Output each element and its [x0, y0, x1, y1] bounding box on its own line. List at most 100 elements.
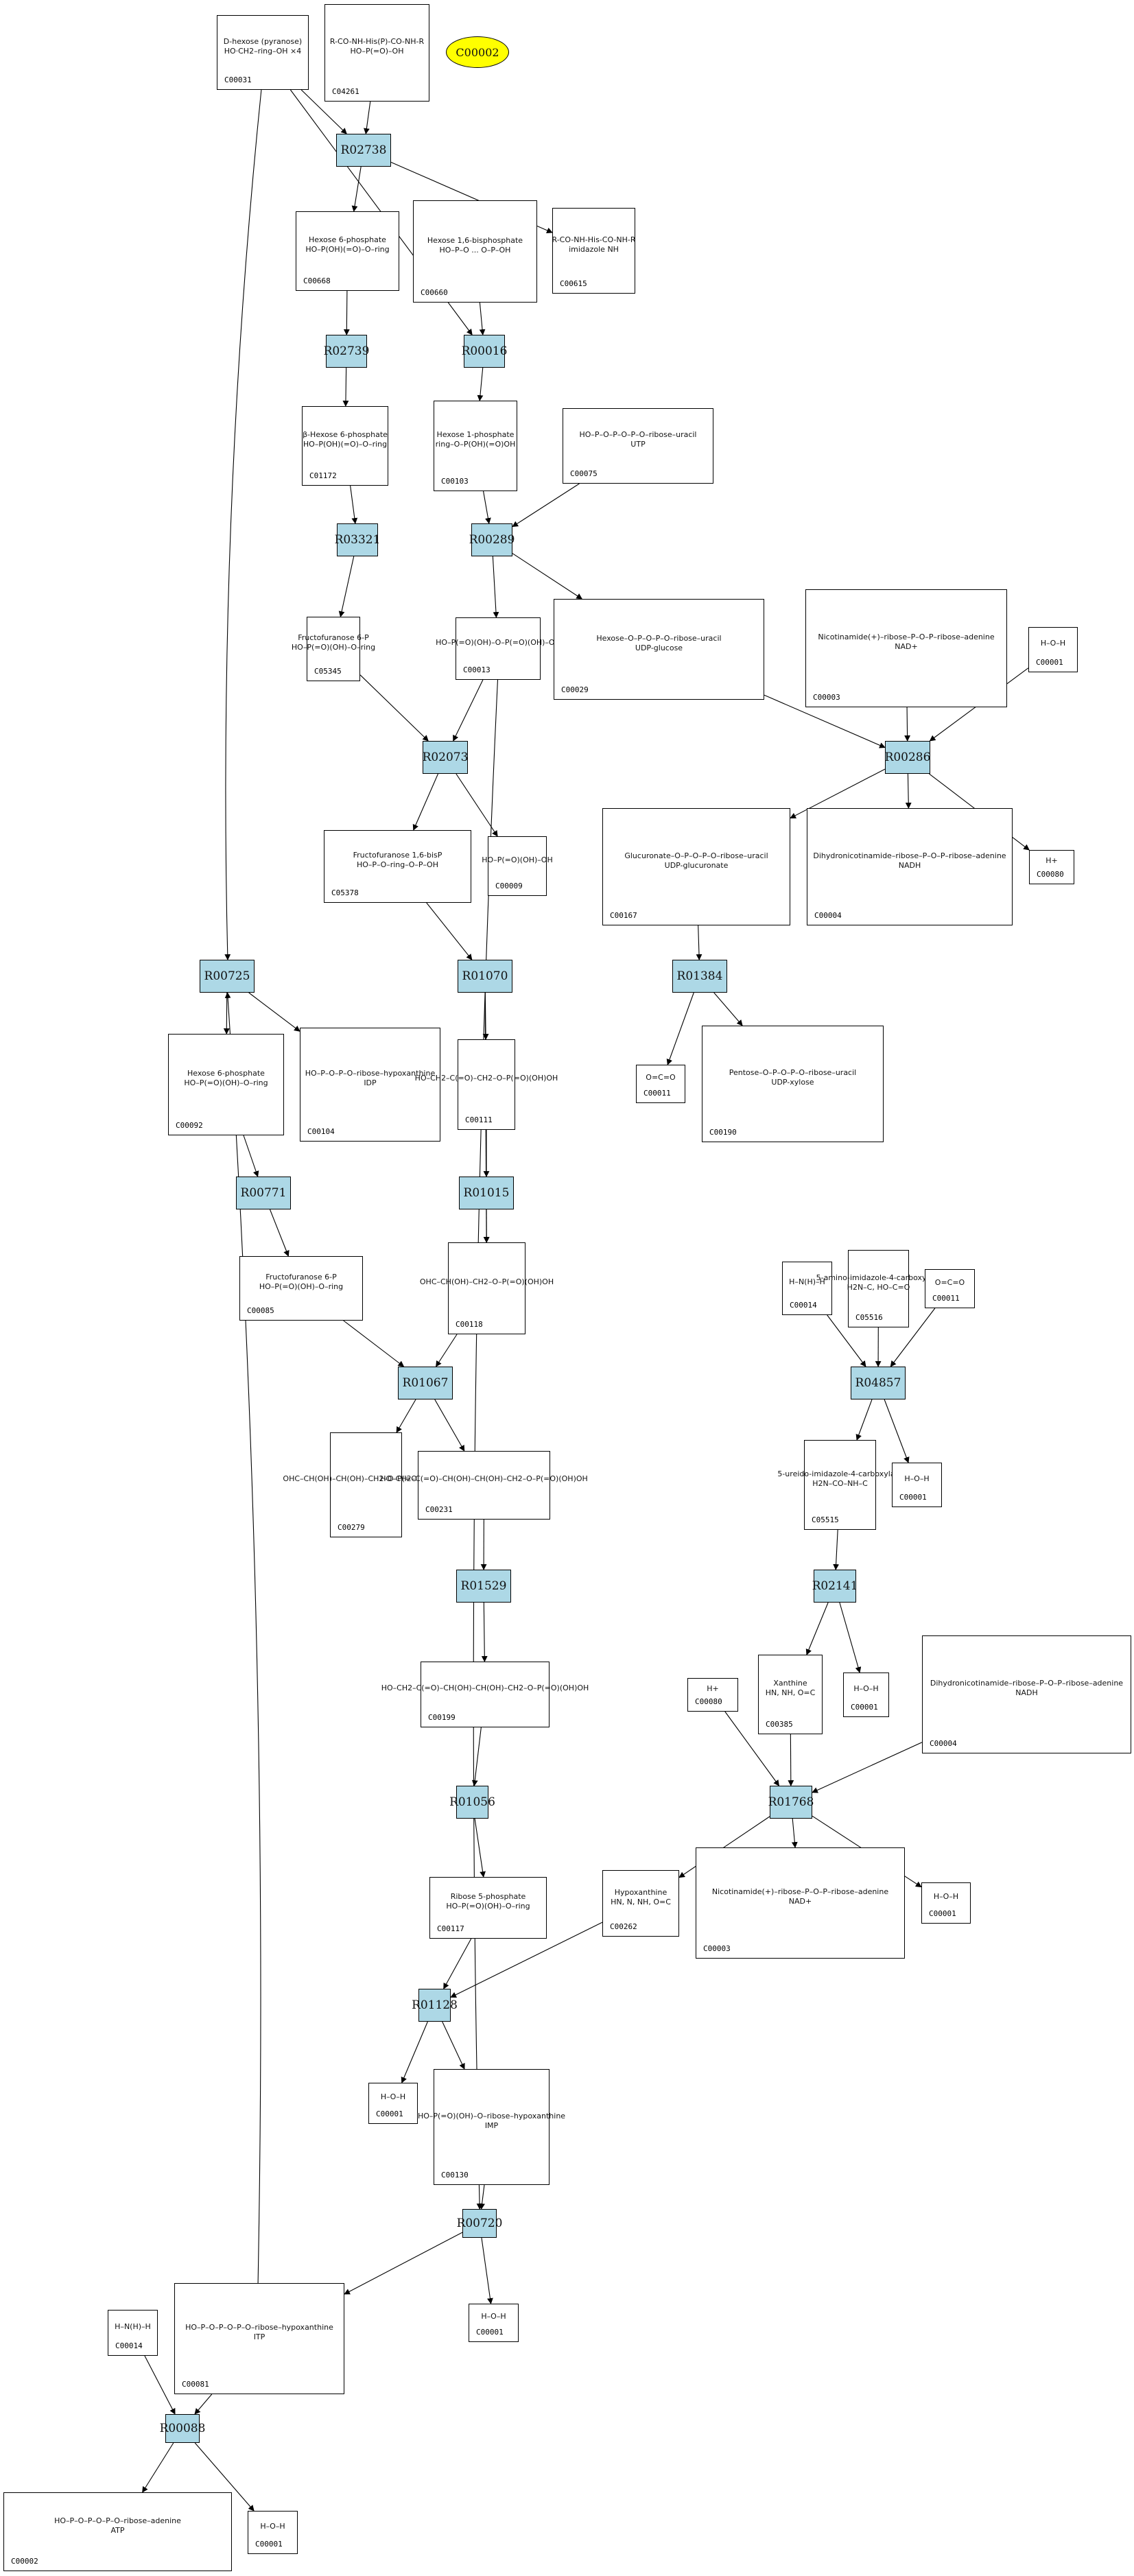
reaction-node-r03321[interactable]: R03321: [335, 523, 380, 556]
compound-structure: Hexose 1,6-bisphosphate HO–P–O ... O–P–O…: [427, 235, 523, 255]
compound-structure: H–O–H: [380, 2092, 406, 2102]
compound-id-label: C01172: [309, 471, 337, 480]
compound-id-label: C00111: [465, 1115, 493, 1124]
reaction-node-r02073[interactable]: R02073: [423, 741, 468, 774]
reaction-node-r01015[interactable]: R01015: [459, 1177, 514, 1209]
compound-structure: H–O–H: [904, 1474, 930, 1483]
reaction-node-r00725[interactable]: R00725: [200, 960, 255, 993]
compound-node-c00231[interactable]: HO–CH2–C(=O)–CH(OH)–CH(OH)–CH2–O–P(=O)(O…: [380, 1451, 588, 1520]
compound-node-c00262[interactable]: Hypoxanthine HN, N, NH, O=C C00262: [602, 1870, 679, 1937]
edge-c00011_b-to-r04857: [890, 1308, 936, 1367]
edge-c00014_a-to-r04857: [827, 1314, 866, 1367]
reaction-node-r01067[interactable]: R01067: [398, 1367, 453, 1399]
edge-r00720-to-c00081: [344, 2232, 463, 2295]
reaction-node-r00286[interactable]: R00286: [885, 741, 930, 774]
compound-id-label: C00262: [610, 1922, 637, 1931]
compound-id-label: C00004: [814, 911, 842, 920]
compound-structure: Glucuronate–O–P–O–P–O–ribose–uracil UDP-…: [624, 851, 768, 870]
edge-c00081-to-r00088: [194, 2394, 213, 2415]
edge-r01384-to-c00190: [713, 992, 743, 1026]
reaction-node-r00016[interactable]: R00016: [462, 335, 507, 368]
reaction-node-r01056[interactable]: R01056: [449, 1786, 495, 1819]
edge-c05378-to-r01070: [426, 902, 473, 960]
reaction-node-r02141[interactable]: R02141: [812, 1570, 858, 1603]
compound-node-c00029[interactable]: Hexose–O–P–O–P–O–ribose–uracil UDP-gluco…: [554, 599, 764, 700]
compound-node-c05515[interactable]: 5-ureido-imidazole-4-carboxylate H2N–CO–…: [777, 1440, 903, 1530]
edge-c05345-to-r02073: [359, 674, 429, 742]
edge-r02141-to-c00385: [805, 1602, 829, 1655]
highlight-node-c00002[interactable]: C00002: [446, 36, 509, 68]
reaction-node-r02739[interactable]: R02739: [324, 335, 369, 368]
compound-node-c00080[interactable]: H+C00080: [1029, 850, 1074, 884]
compound-node-c00001[interactable]: H–O–H C00001: [892, 1463, 942, 1507]
compound-id-label: C00660: [421, 288, 448, 297]
compound-id-label: C00001: [899, 1493, 927, 1502]
compound-structure: Hypoxanthine HN, N, NH, O=C: [611, 1887, 671, 1906]
compound-node-c05516[interactable]: 5-amino-imidazole-4-carboxylate H2N–C, H…: [816, 1250, 941, 1327]
compound-structure: H–O–H: [853, 1683, 879, 1693]
reaction-node-r00289[interactable]: R00289: [469, 523, 515, 556]
reaction-node-r01384[interactable]: R01384: [672, 960, 727, 993]
reaction-node-r00771[interactable]: R00771: [236, 1177, 291, 1209]
reaction-node-r01128[interactable]: R01128: [412, 1989, 458, 2022]
compound-node-c00167[interactable]: Glucuronate–O–P–O–P–O–ribose–uracil UDP-…: [602, 808, 790, 925]
compound-node-c00190[interactable]: Pentose–O–P–O–P–O–ribose–uracil UDP-xylo…: [702, 1026, 884, 1142]
reaction-node-r01070[interactable]: R01070: [458, 960, 512, 993]
edge-r02738-to-c00668: [351, 166, 362, 212]
compound-node-c00199[interactable]: HO–CH2–C(=O)–CH(OH)–CH(OH)–CH2–O–P(=O)(O…: [381, 1662, 589, 1727]
compound-structure: R-CO-NH-His-CO-NH-R imidazole NH: [552, 235, 636, 254]
compound-node-c00004[interactable]: Dihydronicotinamide–ribose–P–O–P–ribose–…: [807, 808, 1013, 925]
compound-node-c00003[interactable]: Nicotinamide(+)–ribose–P–O–P–ribose–aden…: [696, 1847, 905, 1959]
reaction-node-r01768[interactable]: R01768: [768, 1786, 814, 1819]
compound-node-c05378[interactable]: Fructofuranose 1,6-bisP HO–P–O–ring–O–P–…: [324, 830, 471, 903]
compound-structure: HO–P–O–P–O–P–O–ribose–uracil UTP: [579, 430, 697, 449]
reaction-node-r00720[interactable]: R00720: [457, 2209, 502, 2238]
edge-c01172-to-r03321: [350, 485, 358, 524]
compound-structure: HO–P–O–P–O–ribose–hypoxanthine IDP: [305, 1069, 436, 1087]
compound-node-c01172[interactable]: β-Hexose 6-phosphate HO–P(OH)(=O)–O–ring…: [302, 406, 388, 486]
compound-node-c00003[interactable]: Nicotinamide(+)–ribose–P–O–P–ribose–aden…: [805, 589, 1007, 707]
compound-id-label: C00014: [115, 2341, 143, 2350]
compound-node-c00004[interactable]: Dihydronicotinamide–ribose–P–O–P–ribose–…: [922, 1635, 1131, 1753]
compound-structure: H+: [707, 1683, 719, 1693]
reaction-node-r04857[interactable]: R04857: [851, 1367, 906, 1399]
reaction-node-r01529[interactable]: R01529: [456, 1570, 511, 1603]
compound-structure: HO–P–O–P–O–P–O–ribose–adenine ATP: [54, 2516, 181, 2535]
reaction-node-r02738[interactable]: R02738: [336, 134, 391, 167]
reaction-node-r00088[interactable]: R00088: [160, 2414, 205, 2443]
compound-node-c00660[interactable]: Hexose 1,6-bisphosphate HO–P–O ... O–P–O…: [413, 200, 537, 303]
compound-node-c00080[interactable]: H+C00080: [687, 1678, 738, 1712]
edge-r01067-to-c00231: [434, 1399, 465, 1452]
compound-structure: 5-ureido-imidazole-4-carboxylate H2N–CO–…: [777, 1469, 903, 1488]
